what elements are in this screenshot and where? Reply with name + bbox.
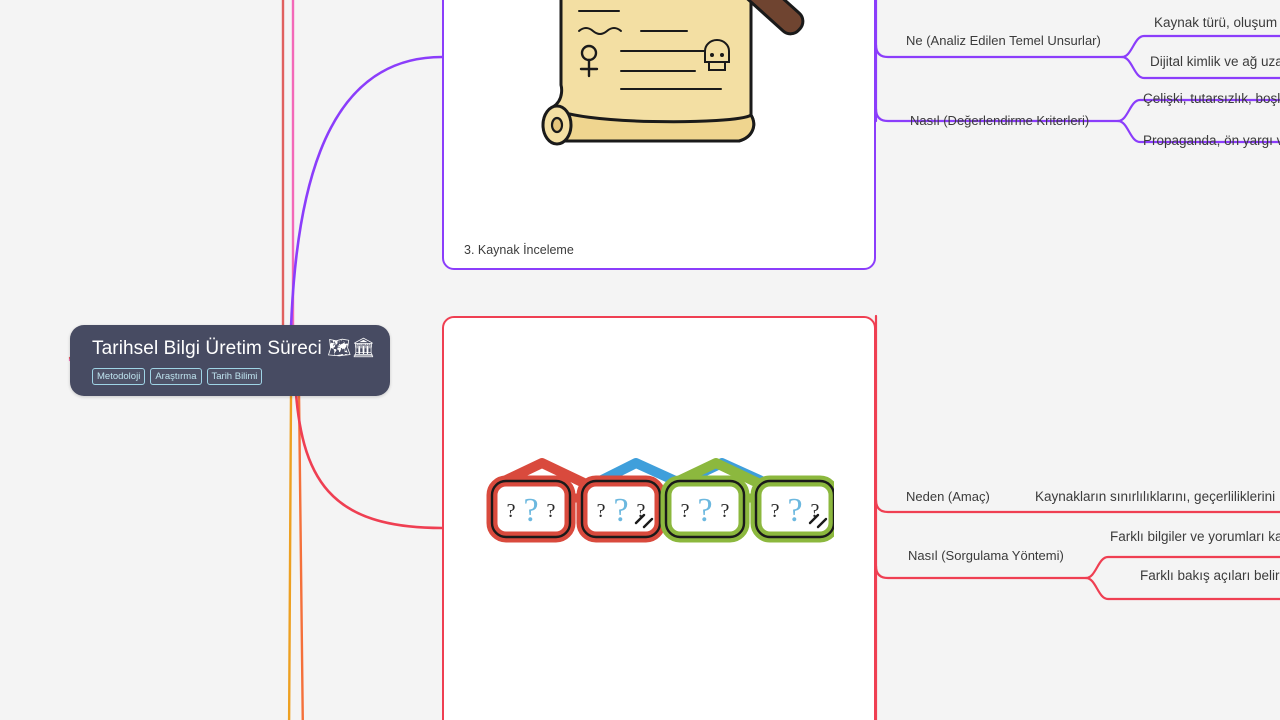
leaf-label-farkli-bakis-acilari-belirleme[interactable]: Farklı bakış açıları belirleme (1140, 568, 1280, 583)
connector-stem-pink (68, 0, 304, 362)
svg-text:?: ? (637, 500, 646, 522)
question-glasses-svg: ? ? ? ? ? ? ? ? ? ? (486, 458, 834, 543)
connector-stem-orange (78, 380, 304, 720)
card-kaynak-inceleme[interactable]: 3. Kaynak İnceleme (442, 0, 876, 270)
root-node-tags: Metodoloji Araştırma Tarih Bilimi (92, 368, 370, 385)
tag-arastirma[interactable]: Araştırma (150, 368, 202, 385)
svg-text:?: ? (787, 492, 802, 529)
connector-stem-amber (78, 383, 293, 720)
branch-label-neden-amac[interactable]: Neden (Amaç) (906, 489, 990, 504)
svg-text:?: ? (597, 500, 606, 522)
svg-text:?: ? (507, 500, 516, 522)
branch-label-nasil-degerlendirme-kriterleri[interactable]: Nasıl (Değerlendirme Kriterleri) (910, 113, 1090, 128)
svg-text:?: ? (523, 492, 538, 529)
tag-tarih-bilimi[interactable]: Tarih Bilimi (206, 368, 263, 385)
illustration-scroll-magnifier (444, 0, 874, 221)
connector-kaynak-trunk (874, 0, 1124, 123)
card-sorgulama[interactable]: ? ? ? ? ? ? ? ? ? ? (442, 316, 876, 720)
svg-text:?: ? (547, 500, 556, 522)
root-node-title: Tarihsel Bilgi Üretim Süreci 🗺🏛 (92, 338, 376, 359)
leaf-label-kaynaklarin-sinirliliklarini-gecerliliklerini[interactable]: Kaynakların sınırlılıklarını, geçerlilik… (1035, 489, 1276, 504)
leaf-label-dijital-kimlik-ve-ag-uza[interactable]: Dijital kimlik ve ağ uza (1150, 54, 1280, 69)
svg-text:?: ? (721, 500, 730, 522)
illustration-question-glasses: ? ? ? ? ? ? ? ? ? ? (444, 318, 874, 690)
branch-label-nasil-sorgulama-yontemi[interactable]: Nasıl (Sorgulama Yöntemi) (908, 548, 1064, 563)
connector-root-to-sorgulama-card (293, 376, 444, 530)
svg-text:?: ? (697, 492, 712, 529)
leaf-label-farkli-bilgiler-ve-yorumlari-ka[interactable]: Farklı bilgiler ve yorumları ka (1110, 529, 1280, 544)
svg-text:?: ? (811, 500, 820, 522)
leaf-label-propaganda-on-yargi-ve[interactable]: Propaganda, ön yargı ve (1143, 133, 1280, 148)
leaf-label-kaynak-turu-olusum[interactable]: Kaynak türü, oluşum (1154, 15, 1278, 30)
tag-metodoloji[interactable]: Metodoloji (92, 368, 146, 385)
branch-label-ne-analiz-edilen-temel-unsurlar[interactable]: Ne (Analiz Edilen Temel Unsurlar) (906, 33, 1101, 48)
connector-nasil-sorgulama-branch (874, 564, 1088, 580)
svg-text:?: ? (613, 492, 628, 529)
svg-text:?: ? (681, 500, 690, 522)
connector-stem-salmon (68, 0, 294, 360)
card-caption-kaynak-inceleme: 3. Kaynak İnceleme (464, 243, 574, 257)
root-node[interactable]: Tarihsel Bilgi Üretim Süreci 🗺🏛 Metodolo… (70, 325, 390, 396)
svg-text:?: ? (771, 500, 780, 522)
leaf-label-celiski-tutarsizlik-bosl[interactable]: Çelişki, tutarsızlık, boşl (1143, 91, 1280, 106)
scroll-magnifier-svg (541, 0, 805, 146)
